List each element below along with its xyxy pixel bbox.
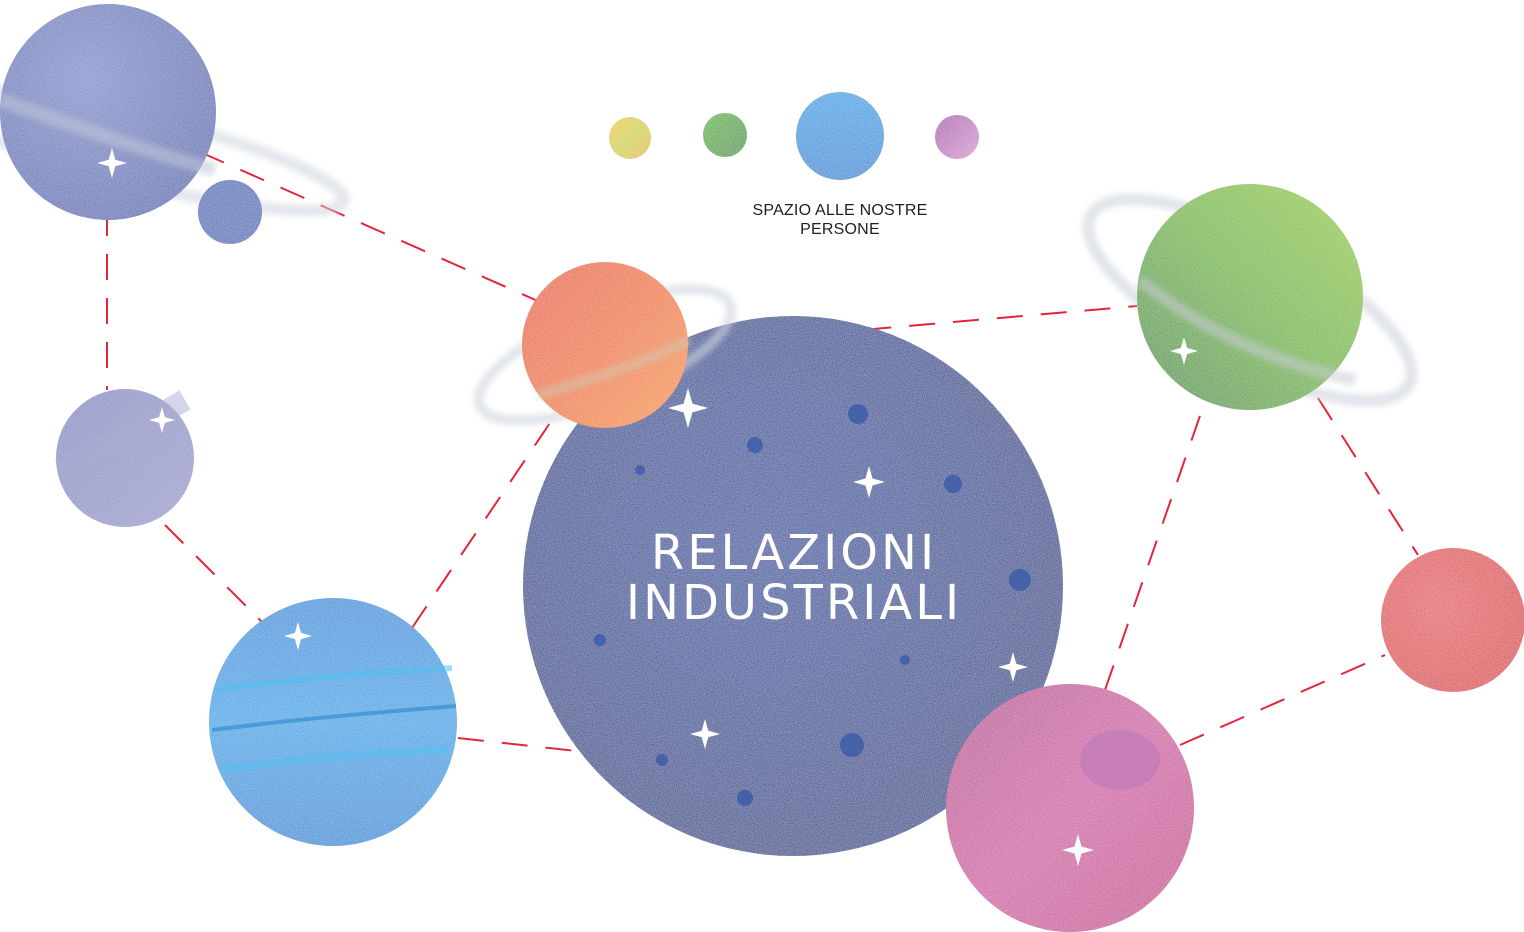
connection-line <box>411 407 561 629</box>
section-indicator-dots <box>609 92 979 180</box>
yellow-planet-icon[interactable] <box>609 117 651 159</box>
page-title: RELAZIONI INDUSTRIALI <box>530 528 1058 628</box>
connection-line <box>689 305 1138 346</box>
cyan-striped-planet <box>209 598 457 846</box>
section-caption[interactable]: SPAZIO ALLE NOSTRE PERSONE <box>700 201 980 239</box>
lavender-planet <box>55 389 194 527</box>
blue-planet-icon[interactable] <box>796 92 884 180</box>
purple-planet-icon[interactable] <box>935 115 979 159</box>
central-navy-planet <box>523 316 1063 856</box>
green-planet-icon[interactable] <box>703 113 747 157</box>
caption-line-2: PERSONE <box>800 221 880 238</box>
title-line-2: INDUSTRIALI <box>625 575 963 631</box>
connection-line <box>199 151 541 303</box>
red-planet <box>1381 548 1524 692</box>
connection-line <box>1104 409 1203 691</box>
title-line-1: RELAZIONI <box>650 525 938 581</box>
orange-ringed-planet <box>473 262 737 428</box>
connection-line <box>1179 654 1386 746</box>
caption-line-1: SPAZIO ALLE NOSTRE <box>752 202 928 219</box>
small-moon-icon <box>198 180 262 244</box>
connection-line <box>164 524 263 623</box>
connection-line <box>1317 397 1419 556</box>
magenta-planet <box>946 684 1194 932</box>
top-left-ringed-planet <box>0 4 350 244</box>
green-ringed-planet <box>1082 184 1418 410</box>
